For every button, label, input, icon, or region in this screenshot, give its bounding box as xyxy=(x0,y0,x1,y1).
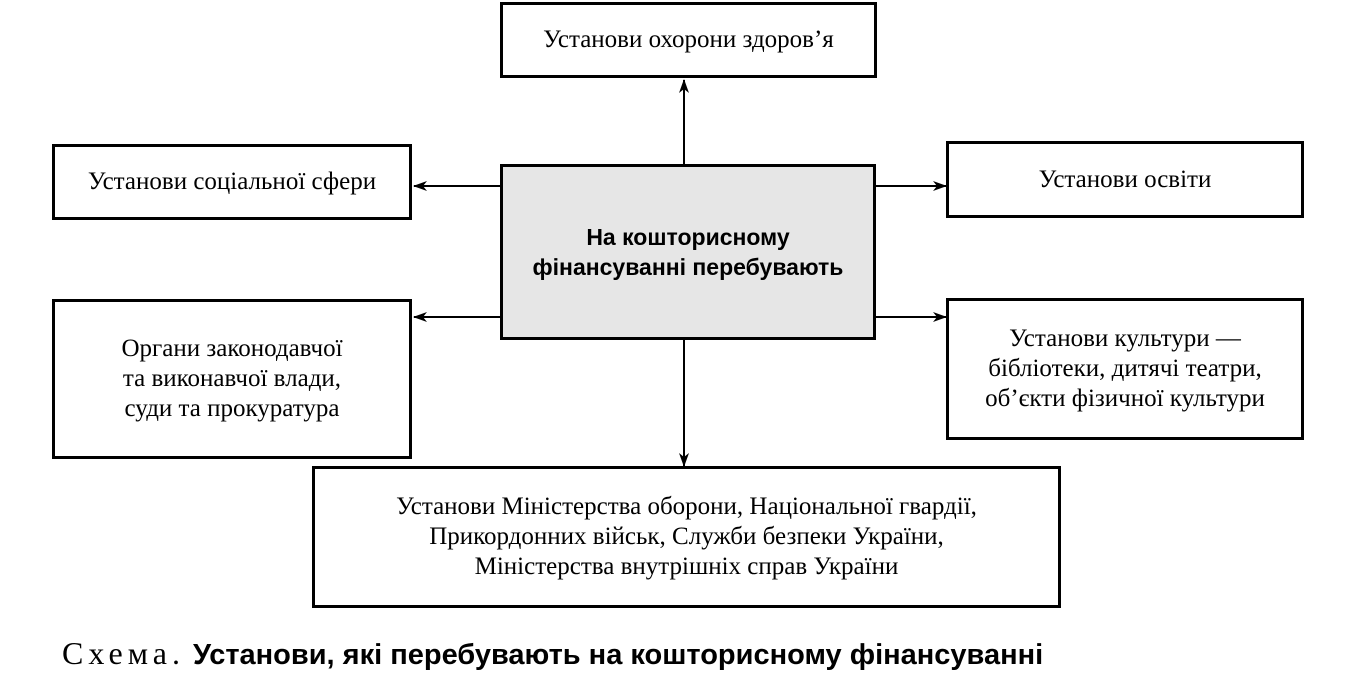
node-government-bodies: Органи законодавчої та виконавчої влади,… xyxy=(52,299,412,459)
node-culture-institutions: Установи культури — бібліотеки, дитячі т… xyxy=(946,298,1304,440)
caption-title: Установи, які перебувають на кошторисном… xyxy=(192,639,1044,671)
caption-prefix: Схема. xyxy=(62,635,185,671)
node-center-budget-funding: На кошторисному фінансуванні перебувають xyxy=(500,164,876,340)
node-social-institutions: Установи соціальної сфери xyxy=(52,144,412,220)
node-education-institutions: Установи освіти xyxy=(946,141,1304,218)
figure-caption: Схема. Установи, які перебувають на кошт… xyxy=(62,633,1043,675)
node-health-institutions: Установи охорони здоров’я xyxy=(500,2,877,78)
node-defense-institutions: Установи Міністерства оборони, Національ… xyxy=(312,466,1061,608)
